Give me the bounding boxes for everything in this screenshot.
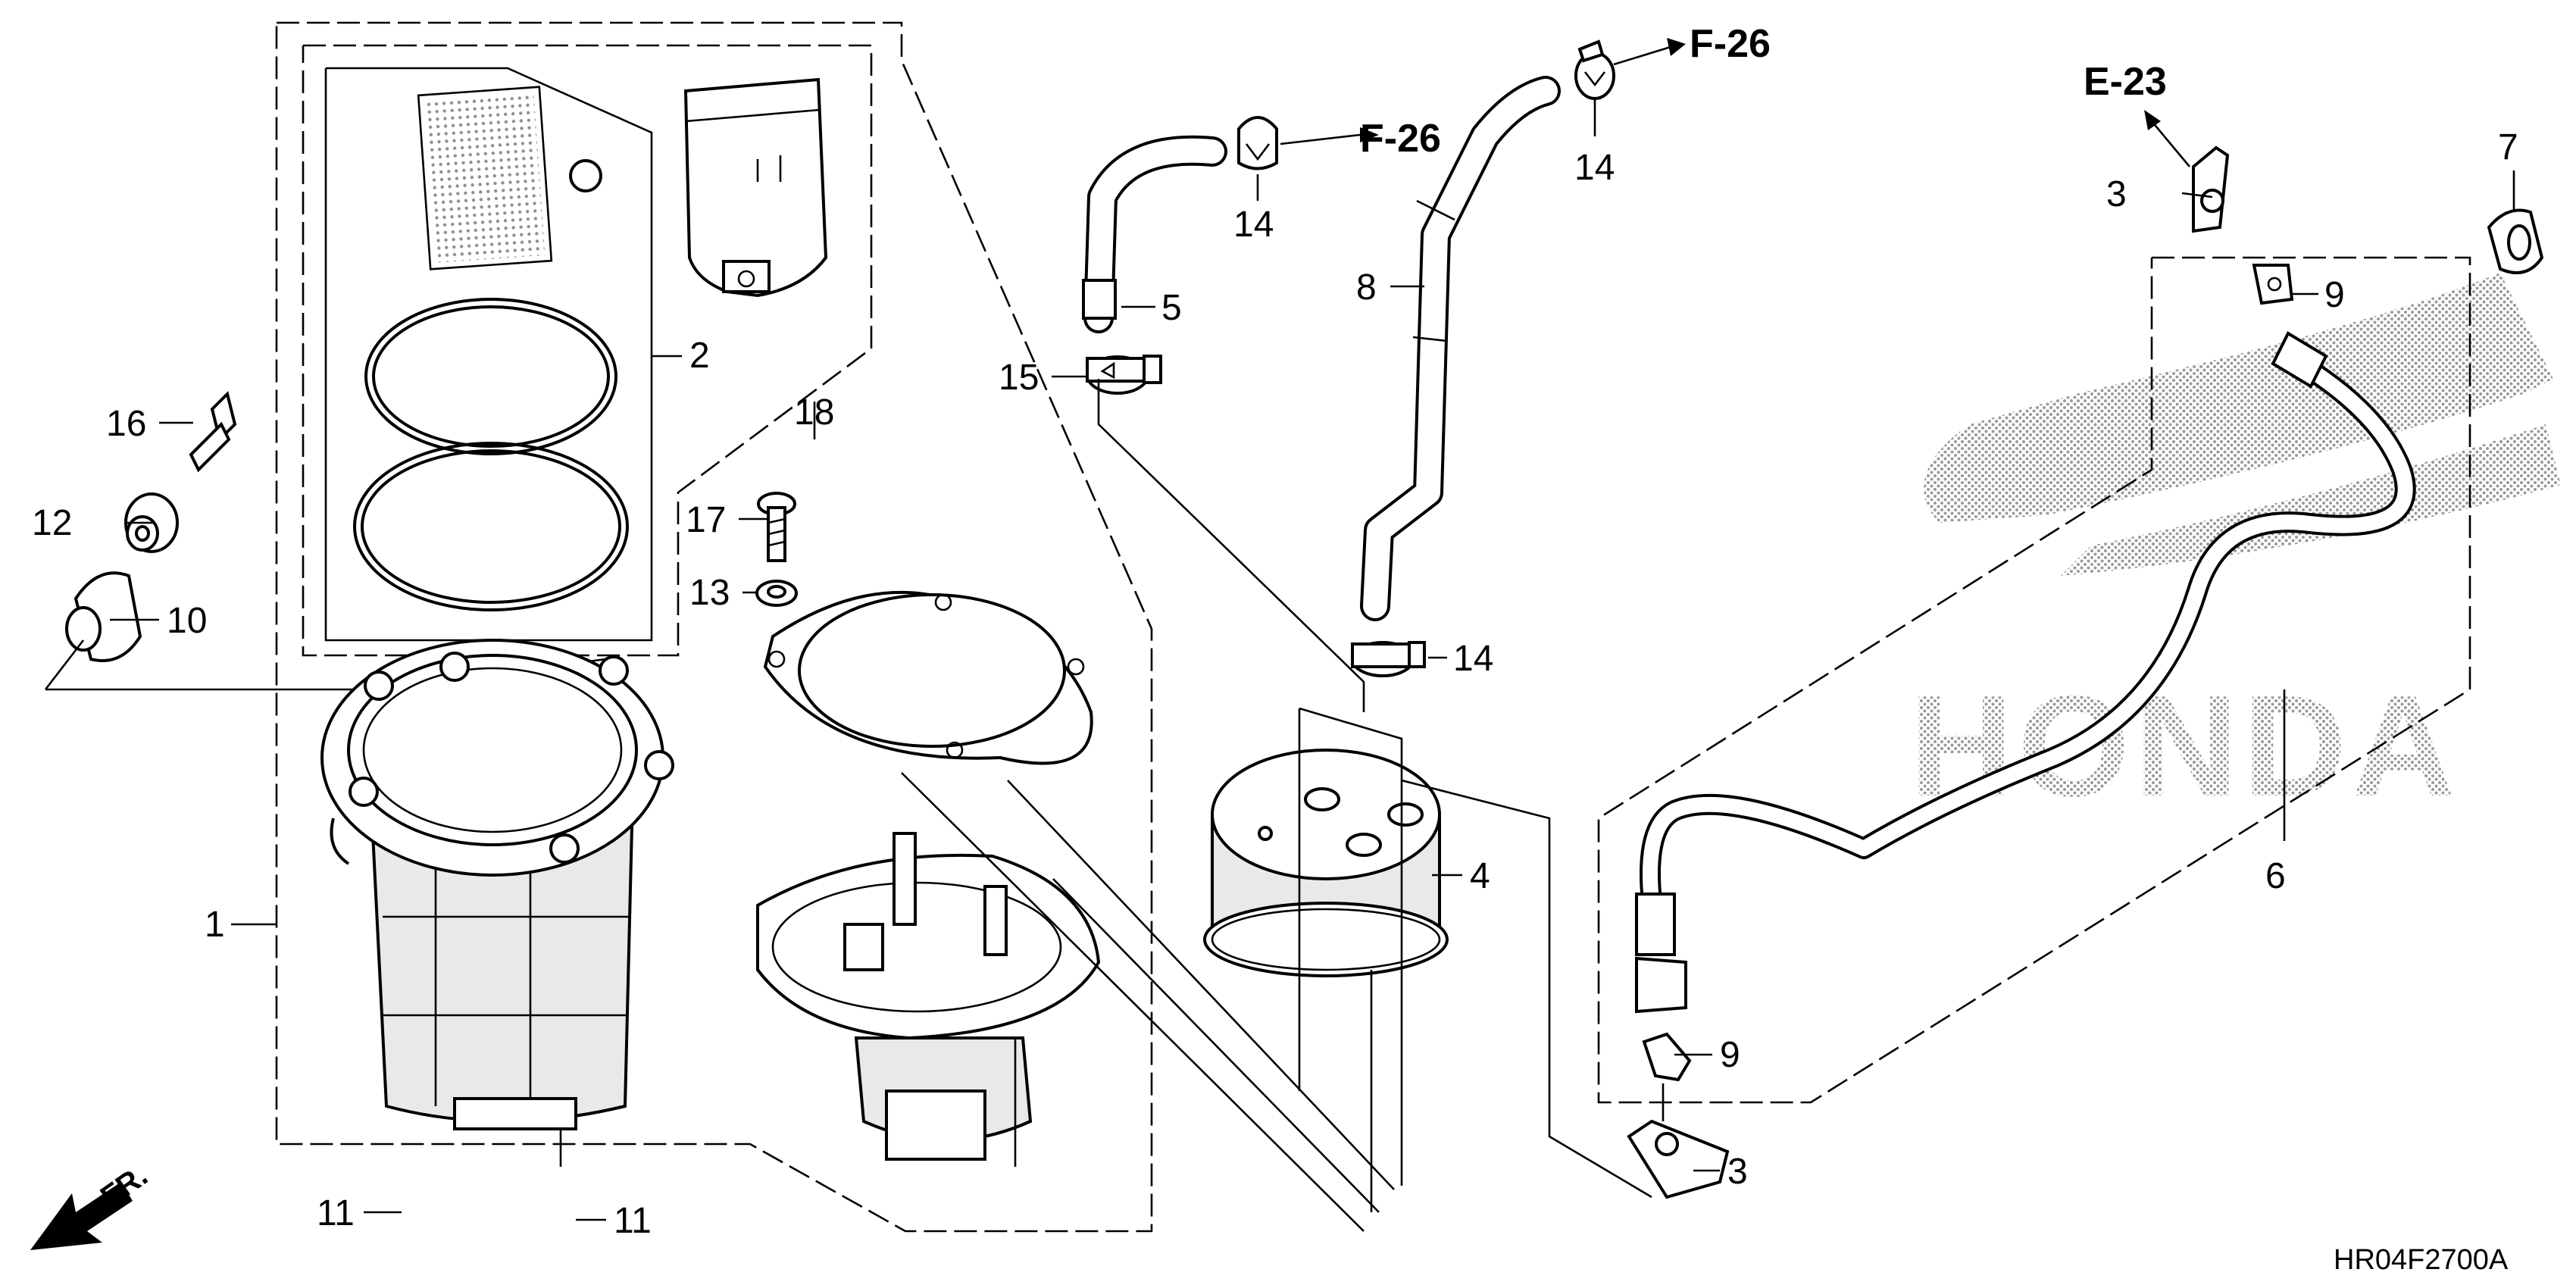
callout-7: 7 [2498, 127, 2518, 167]
callout-12: 12 [32, 503, 72, 543]
callout-15: 15 [999, 358, 1039, 398]
callout-17: 17 [686, 500, 726, 540]
callout-18: 18 [794, 392, 834, 433]
assembly-frame-18 [302, 44, 873, 657]
callout-9-lower: 9 [1720, 1035, 1740, 1075]
callout-1: 1 [205, 905, 225, 945]
callout-3-lower: 3 [1727, 1152, 1748, 1192]
part-1-fuel-pump-unit [320, 639, 674, 1167]
reference-e23: E-23 [2084, 60, 2167, 104]
part-14-clip-c [1351, 641, 1426, 677]
callout-6: 6 [2265, 856, 2286, 896]
assembly-frame-2 [324, 67, 653, 642]
diagram-code: HR04F2700A [2334, 1244, 2509, 1276]
callout-2: 2 [689, 336, 710, 376]
part-10-rubber-mount [65, 571, 142, 662]
callout-5: 5 [1161, 288, 1182, 328]
assembly-frame-1 [275, 21, 1153, 1233]
part-7-grommet [2487, 208, 2544, 274]
callout-13: 13 [689, 573, 730, 613]
o-ring-small [569, 159, 602, 192]
watermark-text: HONDA [1909, 666, 2460, 827]
callout-9-upper: 9 [2324, 275, 2345, 315]
filter-holder [683, 77, 828, 298]
front-direction-arrow-icon: FR. [30, 1158, 154, 1250]
seal-ring-upper-outer [364, 298, 617, 455]
callout-4: 4 [1470, 856, 1490, 896]
part-4-cover [1203, 749, 1449, 977]
callout-10: 10 [167, 601, 207, 641]
callout-11-right: 11 [614, 1201, 652, 1241]
callout-14-left: 14 [1233, 205, 1274, 245]
seal-ring-lower-outer [353, 442, 629, 611]
reference-f26-left: F-26 [1360, 117, 1441, 161]
honda-watermark: HONDA [1909, 273, 2561, 827]
part-14-clip-b [1574, 39, 1615, 100]
part-2-filter-kit [353, 77, 828, 611]
fuel-pump-module [756, 832, 1101, 1167]
part-14-clip-a [1237, 116, 1278, 170]
callout-3-upper: 3 [2106, 174, 2127, 214]
part-15-clip [1086, 355, 1162, 395]
honda-wing-logo-icon [1924, 273, 2553, 523]
pump-gasket [763, 590, 1093, 765]
filter-element [417, 86, 553, 270]
part-3-bracket-upper [2192, 145, 2230, 233]
callout-11-left: 11 [317, 1193, 355, 1233]
part-9-clip-lower [1642, 1032, 1692, 1082]
part-3-bracket-lower [1627, 1119, 1730, 1199]
part-17-bolt [757, 492, 796, 562]
callout-14-lower: 14 [1453, 639, 1493, 679]
reference-f26-right: F-26 [1690, 22, 1771, 66]
callout-8: 8 [1356, 267, 1377, 308]
part-16-bolt [189, 391, 237, 473]
part-9-clip-upper [2252, 264, 2294, 305]
callout-14-right: 14 [1574, 148, 1615, 188]
callout-16: 16 [106, 404, 146, 444]
part-13-washer [755, 580, 798, 607]
